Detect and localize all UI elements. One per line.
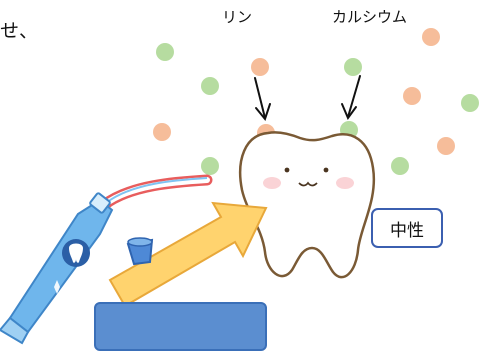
phosphorus-dot xyxy=(251,58,269,76)
phosphorus-dot xyxy=(153,123,171,141)
down-arrow-icon xyxy=(254,77,271,122)
calcium-dot xyxy=(461,94,479,112)
phosphorus-label: リン xyxy=(222,8,253,26)
partial-text: せ、 xyxy=(0,20,39,42)
down-arrow-icon xyxy=(341,75,361,121)
calcium-dot xyxy=(201,77,219,95)
calcium-label: カルシウム xyxy=(332,8,408,26)
phosphorus-dot xyxy=(403,87,421,105)
phosphorus-dot xyxy=(437,137,455,155)
tooth-character-icon xyxy=(238,131,376,279)
calcium-dot xyxy=(201,157,219,175)
toothpaste-tube-icon xyxy=(0,174,213,345)
phosphorus-dot xyxy=(422,28,440,46)
diagonal-arrow-icon xyxy=(108,201,268,308)
neutral-label: 中性 xyxy=(371,208,443,248)
calcium-dot xyxy=(344,58,362,76)
calcium-dot xyxy=(156,43,174,61)
blue-bar xyxy=(94,302,267,351)
calcium-dot xyxy=(391,157,409,175)
